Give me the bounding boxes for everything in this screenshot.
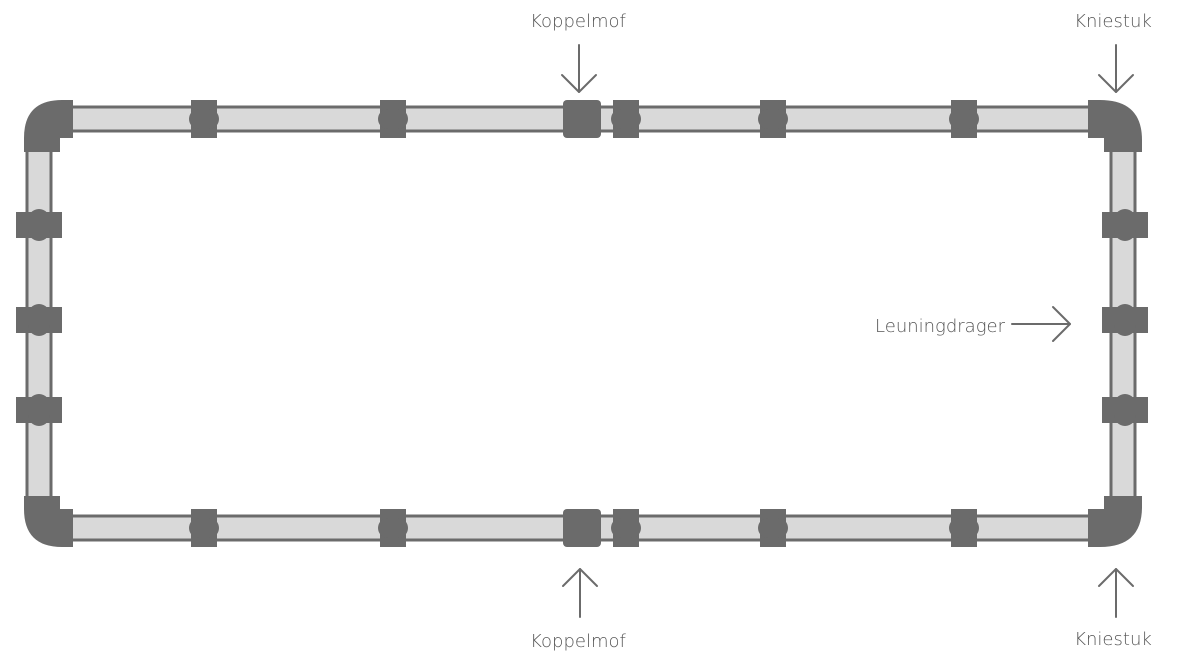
- railing-support-clamp: [611, 509, 641, 547]
- arrows: [561, 44, 1134, 618]
- label-leuningdrager: Leuningdrager: [875, 316, 1006, 337]
- clamp-ring: [611, 518, 641, 538]
- railing-support-clamp: [758, 100, 788, 138]
- coupler-koppelmof: [563, 509, 601, 547]
- arrow-kniestuk-top: [1098, 44, 1134, 93]
- railing-support-clamp: [1102, 304, 1148, 336]
- arrow-leuningdrager: [1011, 306, 1071, 342]
- railing-support-clamp: [16, 209, 62, 241]
- label-kniestuk-bottom: Kniestuk: [1074, 629, 1152, 650]
- clamp-ring: [28, 304, 50, 336]
- elbow-top-left: [24, 100, 73, 152]
- label-koppelmof-bottom: Koppelmof: [530, 631, 626, 652]
- arrow-koppelmof-top: [561, 44, 597, 93]
- railing-support-clamp: [378, 509, 408, 547]
- railing-support-clamp: [1102, 209, 1148, 241]
- clamp-ring: [28, 209, 50, 241]
- clamp-ring: [189, 518, 219, 538]
- railing-support-clamp: [189, 100, 219, 138]
- clamp-ring: [378, 518, 408, 538]
- label-koppelmof-top: Koppelmof: [530, 11, 626, 32]
- railing-support-clamp: [611, 100, 641, 138]
- elbow-bottom-left: [24, 496, 73, 547]
- arrow-head: [562, 568, 598, 587]
- coupler-koppelmof: [563, 100, 601, 138]
- clamp-ring: [1114, 304, 1136, 336]
- coupler-body: [563, 100, 601, 138]
- railing-support-clamp: [16, 304, 62, 336]
- clamp-ring: [1114, 209, 1136, 241]
- railing-support-clamp: [758, 509, 788, 547]
- railing-support-clamp: [949, 100, 979, 138]
- clamp-ring: [611, 109, 641, 129]
- clamp-ring: [949, 518, 979, 538]
- railing-support-clamp: [16, 394, 62, 426]
- clamp-ring: [28, 394, 50, 426]
- clamp-ring: [758, 518, 788, 538]
- arrow-head: [1098, 568, 1134, 587]
- arrow-head: [561, 74, 597, 93]
- fittings: [16, 100, 1148, 547]
- railing-support-clamp: [378, 100, 408, 138]
- elbow-bottom-right: [1088, 496, 1142, 547]
- arrow-koppelmof-bottom: [562, 568, 598, 618]
- coupler-body: [563, 509, 601, 547]
- railing-support-clamp: [189, 509, 219, 547]
- clamp-ring: [378, 109, 408, 129]
- arrow-head: [1052, 306, 1071, 342]
- clamp-ring: [949, 109, 979, 129]
- arrow-head: [1098, 74, 1134, 93]
- label-kniestuk-top: Kniestuk: [1074, 11, 1152, 32]
- clamp-ring: [189, 109, 219, 129]
- railing-support-clamp: [949, 509, 979, 547]
- clamp-ring: [758, 109, 788, 129]
- elbow-top-right: [1088, 100, 1142, 152]
- railing-support-clamp: [1102, 394, 1148, 426]
- clamp-ring: [1114, 394, 1136, 426]
- arrow-kniestuk-bottom: [1098, 568, 1134, 618]
